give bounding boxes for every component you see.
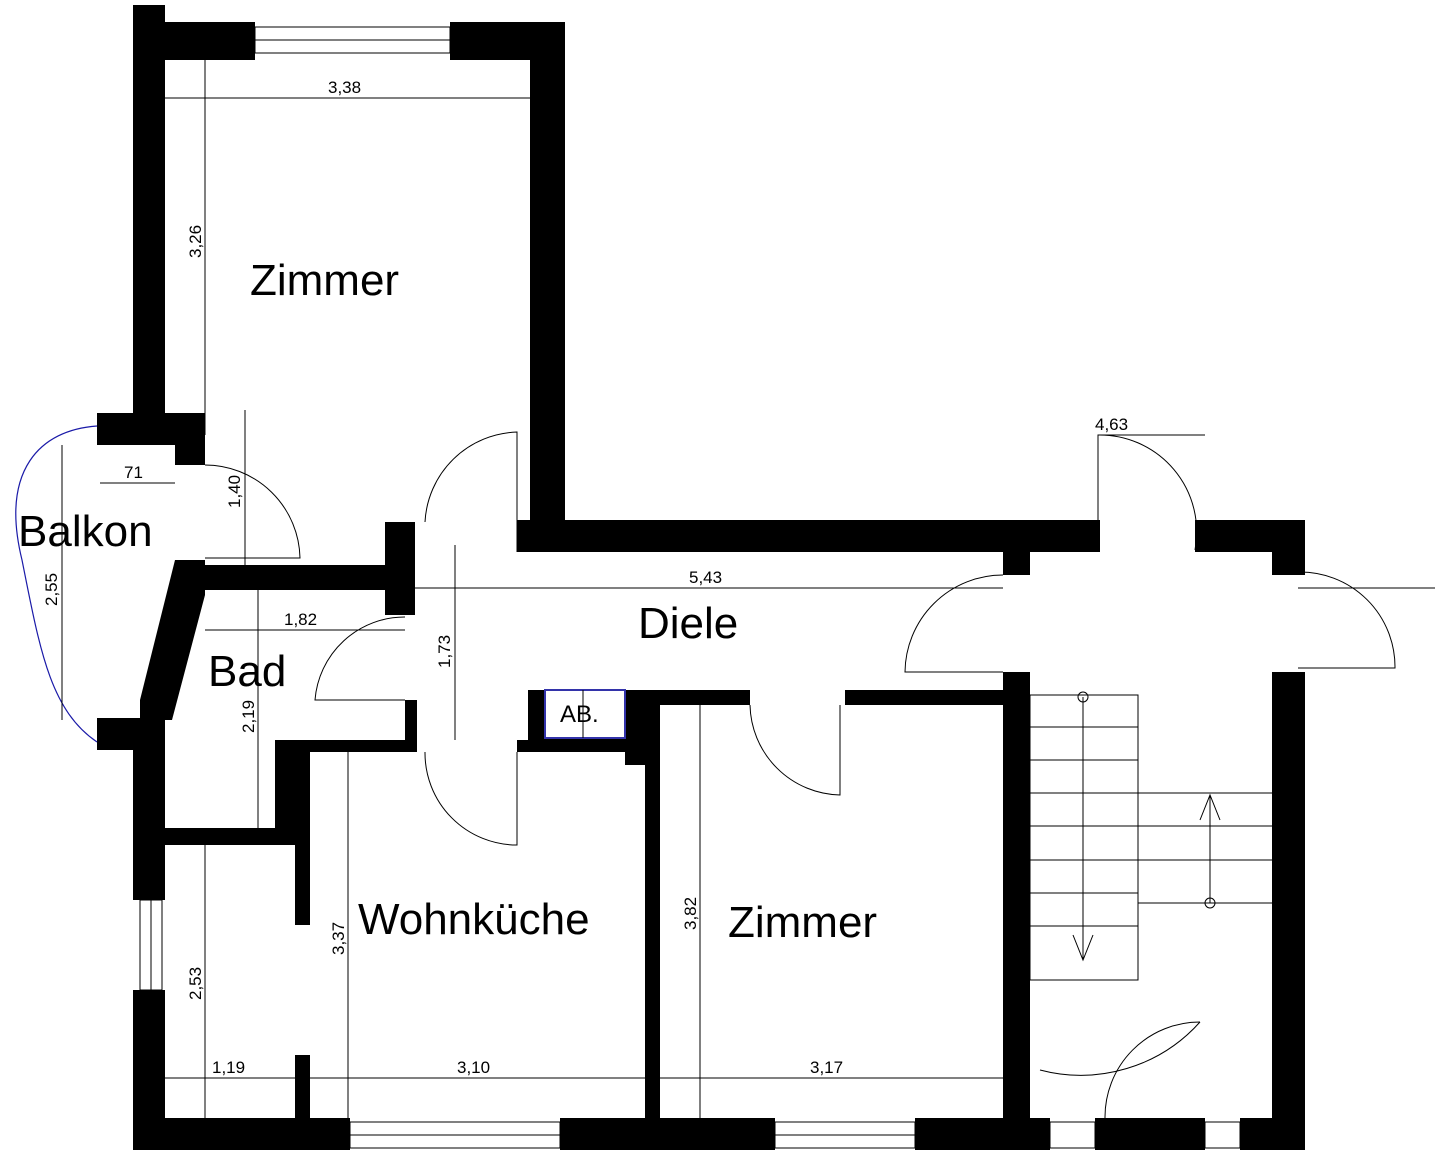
room-labels: Zimmer Balkon Bad Diele Wohnküche Zimmer…: [18, 256, 877, 947]
room-label-abstellraum: AB.: [560, 701, 599, 728]
dim-label: 2,19: [239, 700, 258, 733]
dim-label: 3,10: [457, 1058, 490, 1077]
dim-label: 5,43: [689, 568, 722, 587]
dim-label: 3,38: [328, 78, 361, 97]
dim-label: 2,55: [42, 573, 61, 606]
stairs: [1029, 691, 1272, 981]
windows: [139, 26, 1241, 1149]
dim-label: 4,63: [1095, 415, 1128, 434]
dim-label: 3,26: [186, 225, 205, 258]
dimension-labels: 3,38 3,26 71 1,40 2,55 1,82 2,19 1,73 5,…: [42, 78, 1128, 1077]
walls: [97, 5, 1305, 1150]
doors: [15, 425, 1396, 1119]
dim-label: 1,19: [212, 1058, 245, 1077]
room-label-zimmer-bottom: Zimmer: [728, 898, 877, 947]
dim-label: 1,73: [435, 635, 454, 668]
dim-label: 1,82: [284, 610, 317, 629]
dim-label: 3,17: [810, 1058, 843, 1077]
room-label-bad: Bad: [208, 647, 286, 696]
dimension-lines: [61, 60, 1435, 1118]
dim-label: 1,40: [225, 475, 244, 508]
dim-label: 2,53: [186, 967, 205, 1000]
room-label-diele: Diele: [638, 599, 738, 648]
dim-label: 3,37: [329, 922, 348, 955]
room-label-wohnkueche: Wohnküche: [358, 895, 590, 944]
dim-label: 71: [124, 463, 143, 482]
room-label-balkon: Balkon: [18, 507, 153, 556]
dim-label: 3,82: [681, 897, 700, 930]
room-label-zimmer-top: Zimmer: [250, 256, 399, 305]
